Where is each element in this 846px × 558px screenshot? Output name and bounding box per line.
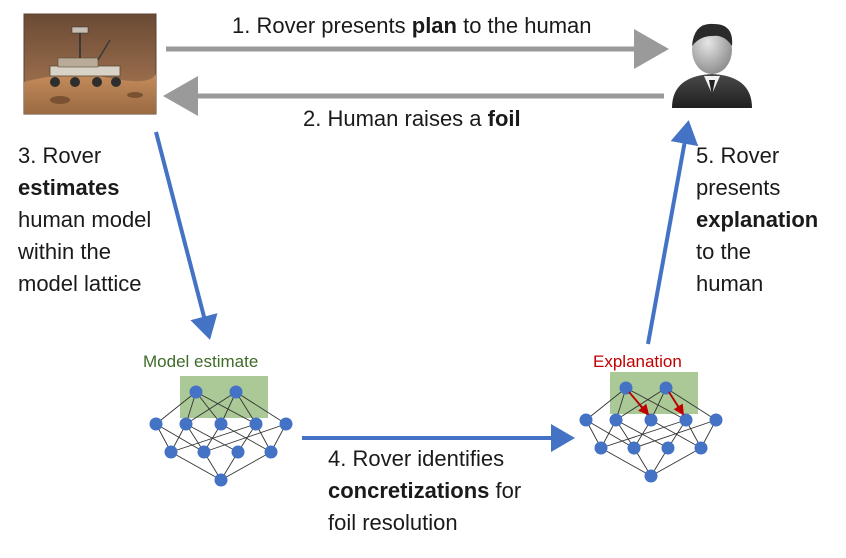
lattice-edge: [220, 451, 272, 481]
arrow-estimate: [154, 131, 218, 340]
step4-text: 4. Rover identifies concretizations for …: [328, 446, 522, 535]
lattice-edge: [155, 423, 205, 453]
lattice-edge: [195, 391, 257, 425]
lattice-node: [249, 417, 263, 431]
explanation-arrow: [668, 391, 684, 416]
model-lattice-right: [579, 372, 723, 483]
lattice-node: [694, 441, 708, 455]
lattice-node: [149, 417, 163, 431]
lattice-node: [661, 441, 675, 455]
lattice-node: [179, 417, 193, 431]
model-estimate-label: Model estimate: [143, 352, 259, 371]
lattice-node: [164, 445, 178, 459]
lattice-edge: [155, 391, 197, 425]
lattice-node: [644, 469, 658, 483]
lattice-edge: [650, 447, 702, 477]
lattice-node: [644, 413, 658, 427]
lattice-edge: [585, 387, 627, 421]
step3-text: 3. Rover estimates human model within th…: [18, 143, 152, 296]
lattice-node: [659, 381, 673, 395]
lattice-node: [579, 413, 593, 427]
lattice-node: [231, 445, 245, 459]
lattice-node: [594, 441, 608, 455]
lattice-edge: [600, 419, 687, 449]
lattice-edge: [185, 391, 237, 425]
lattice-edge: [585, 419, 635, 449]
explanation-label: Explanation: [593, 352, 682, 371]
step5-text: 5. Rover presents explanation to the hum…: [696, 143, 819, 296]
rover-image: [23, 13, 157, 115]
lattice-edge: [600, 447, 652, 477]
lattice-edge: [195, 391, 222, 425]
arrow-explanation: [646, 120, 699, 345]
model-lattice-left: [149, 376, 293, 487]
lattice-edge: [665, 387, 717, 421]
lattice-node: [619, 381, 633, 395]
lattice-edge: [203, 423, 287, 453]
lattice-node: [709, 413, 723, 427]
lattice-node: [627, 441, 641, 455]
lattice-edge: [170, 423, 257, 453]
person-avatar-icon: [672, 23, 752, 108]
lattice-node: [189, 385, 203, 399]
lattice-node: [264, 445, 278, 459]
lattice-node: [229, 385, 243, 399]
lattice-node: [214, 473, 228, 487]
lattice-node: [609, 413, 623, 427]
lattice-node: [197, 445, 211, 459]
explanation-arrow: [628, 391, 650, 416]
step2-text: 2. Human raises a foil: [303, 106, 521, 131]
lattice-node: [679, 413, 693, 427]
lattice-edge: [633, 419, 717, 449]
lattice-node: [214, 417, 228, 431]
step1-text: 1. Rover presents plan to the human: [232, 13, 592, 38]
lattice-edge: [235, 391, 287, 425]
lattice-node: [279, 417, 293, 431]
lattice-edge: [170, 451, 222, 481]
